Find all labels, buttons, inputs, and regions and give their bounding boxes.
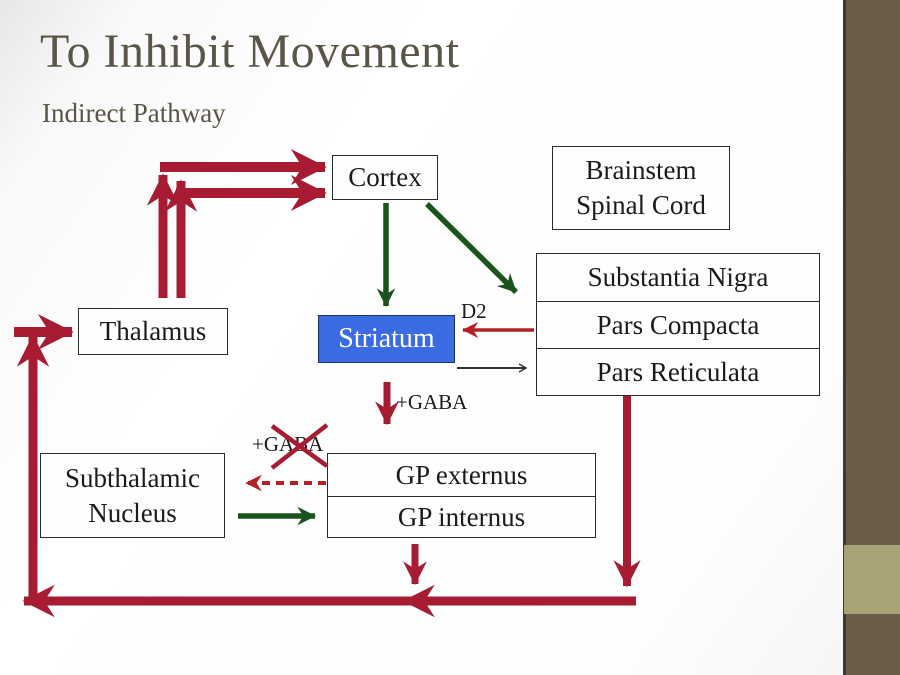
- slide-subtitle: Indirect Pathway: [42, 98, 226, 128]
- slide-title: To Inhibit Movement: [40, 25, 460, 78]
- box-brainstem-spinal-cord: Brainstem Spinal Cord: [552, 146, 730, 230]
- subthalamic-line1: Subthalamic: [65, 462, 200, 493]
- sn-row-substantia-nigra: Substantia Nigra: [587, 262, 769, 293]
- brainstem-line1: Brainstem: [585, 155, 697, 186]
- label-gaba-striatum-output: +GABA: [396, 390, 468, 414]
- label-gaba-blocked: +GABA: [252, 432, 324, 456]
- side-band-divider: [843, 0, 846, 675]
- box-cortex-label: Cortex: [348, 162, 422, 193]
- box-thalamus: Thalamus: [78, 308, 228, 355]
- box-thalamus-label: Thalamus: [99, 316, 207, 347]
- arrow-cortex-to-substantia-nigra: [425, 202, 518, 294]
- label-d2-receptor: D2: [461, 299, 487, 323]
- box-striatum-label: Striatum: [338, 323, 435, 355]
- box-globus-pallidus: GP externus GP internus: [327, 453, 596, 538]
- box-striatum: Striatum: [318, 315, 455, 363]
- box-substantia-nigra: Substantia Nigra Pars Compacta Pars Reti…: [536, 253, 820, 396]
- brainstem-line2: Spinal Cord: [576, 190, 706, 220]
- sn-row-pars-compacta: Pars Compacta: [537, 301, 819, 348]
- box-subthalamic-nucleus: Subthalamic Nucleus: [40, 453, 225, 538]
- side-band-khaki: [844, 545, 900, 614]
- subthalamic-line2: Nucleus: [88, 497, 177, 528]
- gp-row-internus: GP internus: [328, 495, 595, 538]
- gp-row-externus: GP externus: [395, 459, 528, 490]
- box-cortex: Cortex: [332, 155, 438, 200]
- sn-row-pars-reticulata: Pars Reticulata: [537, 348, 819, 395]
